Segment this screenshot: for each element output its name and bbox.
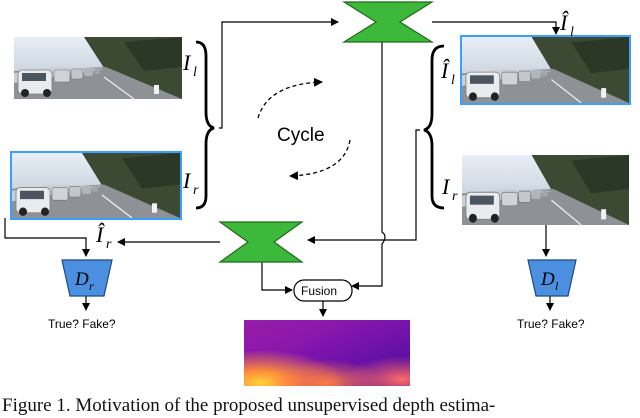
depth-map-output: [244, 320, 410, 386]
brace-left: [195, 40, 215, 210]
pipeline-diagram: Cycle Fusion I l I r Î r Î l Î l I r D r…: [4, 1, 631, 386]
label-I-hat-r: Î r: [95, 222, 112, 252]
brace-right: [423, 44, 445, 210]
label-I-hat-l-top: Î l: [559, 10, 574, 40]
image-left-input: [14, 37, 182, 99]
svg-text:r: r: [452, 189, 458, 204]
generator-top: [341, 1, 435, 43]
svg-text:Î: Î: [95, 222, 105, 247]
svg-text:l: l: [555, 279, 559, 293]
label-D-r: D r: [74, 269, 94, 293]
svg-text:I: I: [182, 50, 192, 75]
svg-text:l: l: [570, 25, 574, 40]
svg-text:D: D: [540, 269, 555, 290]
true-fake-right: True? Fake?: [517, 317, 585, 331]
svg-text:D: D: [74, 269, 89, 290]
fusion-label: Fusion: [301, 284, 337, 298]
cycle-label: Cycle: [277, 125, 325, 146]
figure-caption: Figure 1. Motivation of the proposed uns…: [2, 395, 496, 416]
discriminator-left: [527, 259, 577, 297]
generator-bottom: [218, 221, 304, 263]
label-I-l: I l: [182, 50, 197, 80]
svg-text:r: r: [193, 183, 199, 198]
label-I-hat-l-brace: Î l: [440, 58, 455, 88]
label-I-r: I r: [182, 168, 199, 198]
svg-text:l: l: [451, 73, 455, 88]
svg-text:I: I: [182, 168, 192, 193]
image-left-reconstructed: [460, 35, 631, 105]
svg-text:l: l: [193, 65, 197, 80]
svg-text:r: r: [106, 237, 112, 252]
image-right-input: [462, 155, 629, 225]
svg-text:r: r: [89, 279, 94, 293]
svg-text:I: I: [441, 174, 451, 199]
label-I-r-right: I r: [441, 174, 458, 204]
image-right-reconstructed: [10, 151, 182, 220]
cycle-arrows: [257, 77, 351, 181]
true-fake-left: True? Fake?: [48, 317, 116, 331]
discriminator-right: [61, 259, 113, 297]
label-D-l: D l: [540, 269, 559, 293]
svg-text:Î: Î: [440, 58, 450, 83]
svg-text:Î: Î: [559, 10, 569, 35]
connectors: [4, 18, 560, 317]
fusion-box: [293, 279, 353, 302]
